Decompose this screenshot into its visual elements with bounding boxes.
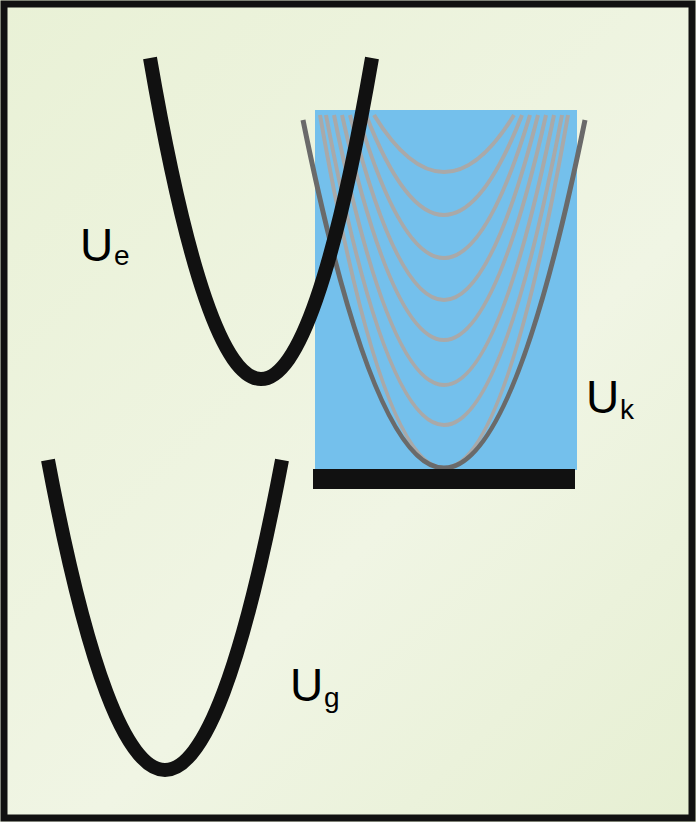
curve-subscript: g	[324, 684, 340, 712]
ue-curve	[150, 58, 372, 379]
curve-symbol: U	[80, 222, 113, 268]
curve-subscript: e	[114, 242, 130, 270]
curve-subscript: k	[620, 396, 634, 424]
ug-curve	[48, 460, 282, 770]
floor-bar	[313, 469, 575, 489]
frame	[4, 4, 692, 818]
curve-symbol: U	[290, 662, 323, 708]
curve-symbol: U	[586, 374, 619, 420]
